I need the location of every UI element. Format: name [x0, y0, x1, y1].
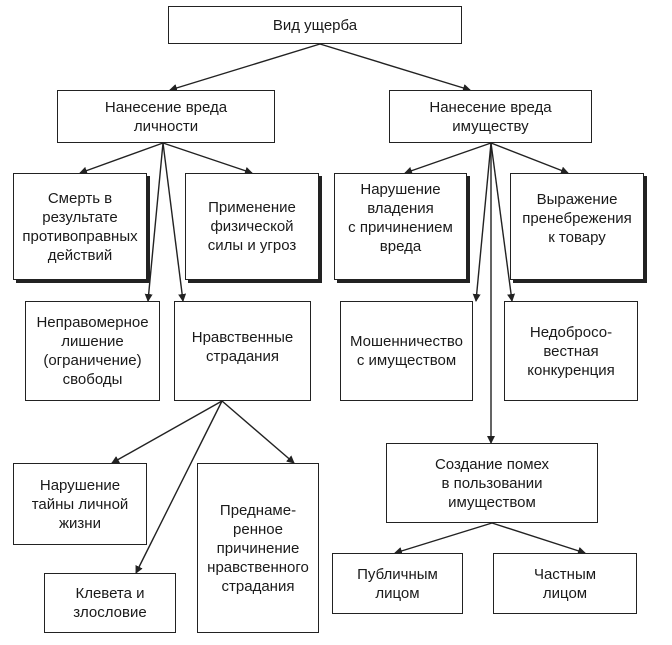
node-intentional: Преднаме- ренное причинение нравственног… — [197, 463, 319, 633]
node-fraud: Мошенничество с имуществом — [340, 301, 473, 401]
arrow-property-neglect — [490, 142, 569, 175]
node-property: Нанесение вреда имуществу — [389, 90, 592, 143]
node-root-label: Вид ущерба — [272, 16, 358, 34]
node-slander-label: Клевета и злословие — [73, 585, 147, 621]
node-root: Вид ущерба — [168, 6, 462, 44]
arrow-property-possession — [404, 142, 492, 175]
node-unfair: Недобросо- вестная конкуренция — [504, 301, 638, 401]
node-unfair-label: Недобросо- вестная конкуренция — [527, 323, 615, 379]
arrow-root-property — [319, 43, 471, 92]
node-private: Частным лицом — [493, 553, 637, 614]
arrow-root-person — [169, 43, 321, 92]
node-possession-label: Нарушение владения с причинением вреда — [348, 181, 453, 255]
node-death: Смерть в результате противоправных дейст… — [13, 173, 147, 280]
arrow-interference-public — [394, 522, 493, 555]
arrow-person-force — [162, 142, 253, 175]
node-public: Публичным лицом — [332, 553, 463, 614]
arrow-person-moral — [162, 142, 187, 302]
node-possession: Нарушение владения с причинением вреда — [334, 173, 467, 280]
node-death-label: Смерть в результате противоправных дейст… — [22, 189, 138, 264]
arrow-property-fraud — [472, 142, 492, 302]
node-force-label: Применение физической силы и угроз — [207, 199, 297, 254]
node-private-label: Частным лицом — [533, 565, 597, 602]
node-privacy: Нарушение тайны личной жизни — [13, 463, 147, 545]
node-interference-label: Создание помех в пользовании имуществом — [434, 455, 550, 511]
node-property-label: Нанесение вреда имуществу — [429, 98, 552, 135]
arrow-moral-privacy — [111, 400, 223, 464]
arrow-interference-private — [491, 522, 586, 555]
node-neglect-label: Выражение пренебрежения к товару — [522, 191, 632, 246]
node-moral: Нравственные страдания — [174, 301, 311, 401]
node-moral-label: Нравственные страдания — [191, 329, 294, 365]
node-freedom-label: Неправомерное лишение (ограничение) своб… — [36, 314, 149, 388]
arrow-moral-slander — [135, 400, 223, 574]
node-intentional-label: Преднаме- ренное причинение нравственног… — [207, 501, 309, 595]
node-privacy-label: Нарушение тайны личной жизни — [31, 476, 129, 532]
arrow-person-death — [79, 142, 164, 175]
node-force: Применение физической силы и угроз — [185, 173, 319, 280]
arrow-property-unfair — [490, 142, 516, 302]
node-public-label: Публичным лицом — [357, 565, 438, 602]
node-slander: Клевета и злословие — [44, 573, 176, 633]
arrow-moral-intentional — [221, 400, 295, 464]
node-freedom: Неправомерное лишение (ограничение) своб… — [25, 301, 160, 401]
node-neglect: Выражение пренебрежения к товару — [510, 173, 644, 280]
node-person-label: Нанесение вреда личности — [104, 98, 228, 135]
node-fraud-label: Мошенничество с имуществом — [350, 333, 463, 369]
arrow-person-freedom — [144, 142, 164, 302]
node-person: Нанесение вреда личности — [57, 90, 275, 143]
node-interference: Создание помех в пользовании имуществом — [386, 443, 598, 523]
